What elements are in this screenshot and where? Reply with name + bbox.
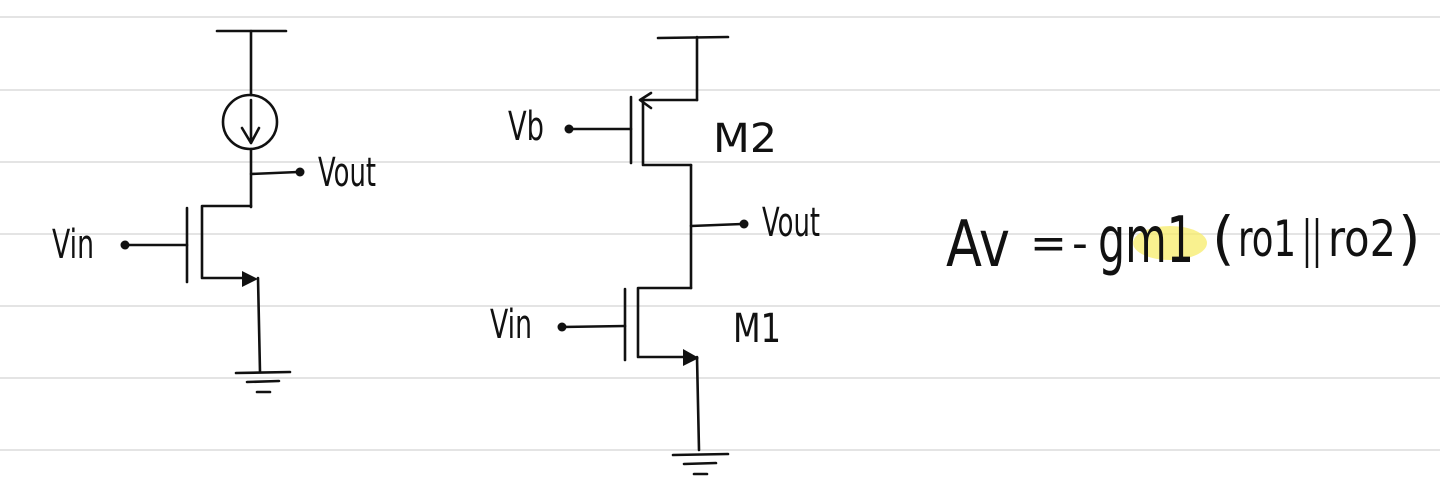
av-symbol: Av bbox=[946, 208, 1010, 282]
source-wire bbox=[256, 276, 262, 374]
output-terminal bbox=[295, 167, 305, 177]
pmos-channel bbox=[641, 98, 699, 167]
vout-label: Vout bbox=[762, 200, 820, 246]
output-wire bbox=[249, 170, 300, 176]
nmos-channel bbox=[200, 204, 254, 280]
ro1-term: ro1 bbox=[1238, 210, 1296, 268]
ruled-lines bbox=[0, 16, 1440, 451]
output-wire bbox=[689, 222, 744, 228]
equals-sign: = bbox=[1030, 218, 1067, 269]
current-arrow-icon bbox=[240, 98, 261, 145]
vb-terminal bbox=[564, 124, 574, 134]
output-terminal bbox=[739, 219, 749, 229]
pmos-arrow-icon bbox=[638, 91, 653, 110]
source-wire bbox=[695, 355, 701, 452]
gm1-term: gm1 bbox=[1098, 204, 1194, 278]
vb-label: Vb bbox=[508, 104, 544, 150]
gain-equation: Av = - gm1 ( ro1 || ro2 ) bbox=[946, 204, 1421, 282]
ro2-term: ro2 bbox=[1328, 210, 1396, 268]
ground-icon bbox=[671, 452, 730, 476]
nmos-channel bbox=[636, 286, 696, 359]
parallel-symbol: || bbox=[1302, 210, 1322, 268]
vdd-rail bbox=[656, 35, 730, 40]
right-circuit: Vb M2 Vout Vin M1 bbox=[490, 35, 820, 476]
minus-sign: - bbox=[1072, 218, 1088, 269]
input-terminal bbox=[557, 322, 567, 332]
open-paren: ( bbox=[1212, 204, 1235, 272]
left-circuit: Vout Vin bbox=[52, 29, 376, 394]
gate-wire bbox=[560, 324, 627, 329]
vin-label: Vin bbox=[490, 302, 532, 348]
m2-label: M2 bbox=[713, 116, 777, 162]
source-arrow-icon bbox=[683, 349, 699, 366]
source-arrow-icon bbox=[242, 271, 258, 287]
vin-label: Vin bbox=[52, 222, 94, 268]
m1-label: M1 bbox=[733, 306, 781, 352]
input-terminal bbox=[120, 240, 130, 250]
vout-label: Vout bbox=[318, 150, 376, 196]
close-paren: ) bbox=[1398, 204, 1421, 272]
gm1-highlight bbox=[1133, 226, 1207, 260]
ground-icon bbox=[234, 370, 292, 394]
